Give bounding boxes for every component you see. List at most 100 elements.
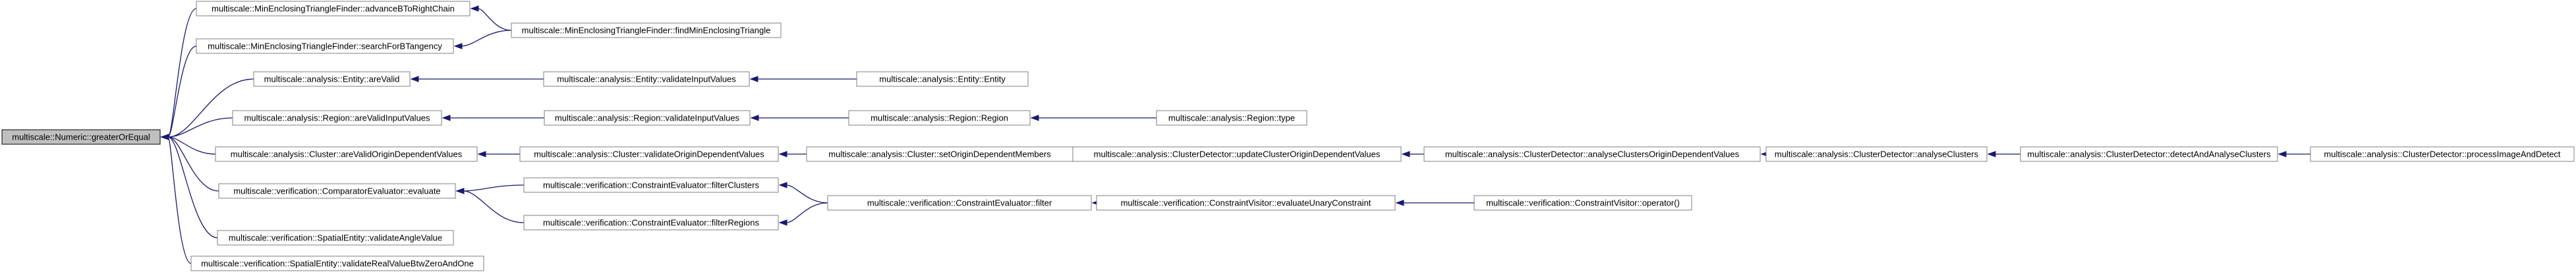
node-box-filter [827, 195, 1092, 211]
node-box-spatialAngle [217, 230, 454, 246]
node-label-detAnalyseOrigin: multiscale::analysis::ClusterDetector::a… [1445, 150, 1740, 159]
arrowhead-entityValidate-to-entityAreValid [410, 76, 419, 82]
node-label-clusterValidate: multiscale::analysis::Cluster::validateO… [534, 150, 764, 159]
node-box-filterClusters [523, 177, 779, 193]
node-advance[interactable]: multiscale::MinEnclosingTriangleFinder::… [196, 1, 471, 16]
node-entityAreValid[interactable]: multiscale::analysis::Entity::areValid [253, 71, 411, 87]
node-box-findMin [511, 22, 782, 38]
node-box-detProcess [2310, 146, 2575, 162]
node-regionType[interactable]: multiscale::analysis::Region::type [1156, 110, 1307, 126]
edge-entityAreValid-to-root [167, 78, 254, 138]
edge-filter-to-filterClusters [786, 184, 828, 204]
call-edges [160, 5, 2310, 264]
edge-filterClusters-to-compEval [463, 184, 525, 192]
node-label-filter: multiscale::verification::ConstraintEval… [867, 198, 1052, 208]
node-clusterAreValid[interactable]: multiscale::analysis::Cluster::areValidO… [215, 146, 478, 162]
node-box-regionValidate [544, 110, 751, 126]
node-visitOp[interactable]: multiscale::verification::ConstraintVisi… [1474, 195, 1692, 211]
edge-spatialAngle-to-root [167, 136, 218, 238]
arrowhead-detAnalyseOrigin-to-detUpdate [1401, 151, 1410, 157]
node-label-entityCtor: multiscale::analysis::Entity::Entity [879, 74, 1006, 84]
edge-regionAreValid-to-root [167, 117, 233, 138]
node-label-spatialAngle: multiscale::verification::SpatialEntity:… [229, 233, 442, 243]
node-label-regionValidate: multiscale::analysis::Region::validateIn… [555, 113, 740, 123]
arrowhead-entityCtor-to-entityValidate [749, 76, 758, 82]
node-visitEval[interactable]: multiscale::verification::ConstraintVisi… [1096, 195, 1396, 211]
node-regionValidate[interactable]: multiscale::analysis::Region::validateIn… [544, 110, 751, 126]
arrowhead-regionCtor-to-regionValidate [750, 115, 759, 121]
edge-findMin-to-advance [477, 8, 512, 31]
node-regionCtor[interactable]: multiscale::analysis::Region::Region [848, 110, 1031, 126]
arrowhead-regionValidate-to-regionAreValid [442, 115, 451, 121]
node-findMin[interactable]: multiscale::MinEnclosingTriangleFinder::… [511, 22, 782, 38]
edge-compEval-to-root [167, 136, 219, 192]
node-box-regionCtor [848, 110, 1031, 126]
node-box-filterRegions [523, 215, 779, 231]
node-label-filterClusters: multiscale::verification::ConstraintEval… [543, 180, 760, 190]
node-box-spatialReal [190, 256, 484, 271]
node-regionAreValid[interactable]: multiscale::analysis::Region::areValidIn… [232, 110, 442, 126]
node-label-clusterAreValid: multiscale::analysis::Cluster::areValidO… [231, 150, 463, 159]
arrowhead-filterRegions-to-compEval [455, 188, 465, 194]
node-box-compEval [218, 183, 456, 199]
node-detAnalyse[interactable]: multiscale::analysis::ClusterDetector::a… [1765, 146, 1988, 162]
node-filterClusters[interactable]: multiscale::verification::ConstraintEval… [523, 177, 779, 193]
node-detUpdate[interactable]: multiscale::analysis::ClusterDetector::u… [1072, 146, 1402, 162]
node-spatialAngle[interactable]: multiscale::verification::SpatialEntity:… [217, 230, 454, 246]
node-filterRegions[interactable]: multiscale::verification::ConstraintEval… [523, 215, 779, 231]
node-box-entityCtor [856, 71, 1029, 87]
arrowhead-filter-to-filterRegions [778, 219, 787, 226]
node-clusterValidate[interactable]: multiscale::analysis::Cluster::validateO… [519, 146, 779, 162]
node-label-findMin: multiscale::MinEnclosingTriangleFinder::… [522, 26, 771, 36]
node-box-regionType [1156, 110, 1307, 126]
node-entityValidate[interactable]: multiscale::analysis::Entity::validateIn… [543, 71, 750, 87]
arrowhead-spatialReal-to-root [160, 134, 169, 140]
arrowhead-clusterSet-to-clusterValidate [778, 151, 787, 157]
edge-findMin-to-searchB [461, 30, 512, 47]
edge-clusterAreValid-to-root [167, 136, 216, 155]
node-detProcess[interactable]: multiscale::analysis::ClusterDetector::p… [2310, 146, 2575, 162]
node-label-detDetect: multiscale::analysis::ClusterDetector::d… [2027, 150, 2271, 159]
node-label-regionType: multiscale::analysis::Region::type [1168, 113, 1295, 123]
node-detDetect[interactable]: multiscale::analysis::ClusterDetector::d… [2020, 146, 2278, 162]
node-label-visitEval: multiscale::verification::ConstraintVisi… [1121, 198, 1371, 208]
arrowhead-filter-to-filterClusters [778, 182, 787, 188]
node-label-compEval: multiscale::verification::ComparatorEval… [233, 186, 440, 196]
node-root[interactable]: multiscale::Numeric::greaterOrEqual [1, 129, 161, 145]
edge-filter-to-filterRegions [786, 202, 828, 223]
node-compEval[interactable]: multiscale::verification::ComparatorEval… [218, 183, 456, 199]
arrowhead-regionType-to-regionCtor [1030, 115, 1039, 121]
node-box-visitEval [1096, 195, 1396, 211]
node-box-entityAreValid [253, 71, 411, 87]
node-label-entityAreValid: multiscale::analysis::Entity::areValid [264, 74, 400, 84]
node-spatialReal[interactable]: multiscale::verification::SpatialEntity:… [190, 256, 484, 271]
arrowhead-detDetect-to-detAnalyse [1987, 151, 1996, 157]
node-box-detAnalyseOrigin [1423, 146, 1761, 162]
arrowhead-clusterValidate-to-clusterAreValid [477, 151, 486, 157]
node-label-detUpdate: multiscale::analysis::ClusterDetector::u… [1094, 150, 1381, 159]
node-clusterSet[interactable]: multiscale::analysis::Cluster::setOrigin… [806, 146, 1073, 162]
node-label-visitOp: multiscale::verification::ConstraintVisi… [1486, 198, 1680, 208]
node-box-advance [196, 1, 471, 16]
node-entityCtor[interactable]: multiscale::analysis::Entity::Entity [856, 71, 1029, 87]
node-label-detAnalyse: multiscale::analysis::ClusterDetector::a… [1775, 150, 1979, 159]
node-label-entityValidate: multiscale::analysis::Entity::validateIn… [557, 74, 736, 84]
node-label-spatialReal: multiscale::verification::SpatialEntity:… [201, 259, 474, 269]
node-label-searchB: multiscale::MinEnclosingTriangleFinder::… [208, 41, 442, 51]
edge-filterRegions-to-compEval [463, 190, 525, 223]
node-filter[interactable]: multiscale::verification::ConstraintEval… [827, 195, 1092, 211]
arrowhead-findMin-to-advance [470, 5, 479, 12]
node-box-detAnalyse [1765, 146, 1988, 162]
node-box-regionAreValid [232, 110, 442, 126]
node-box-searchB [196, 38, 454, 54]
node-label-clusterSet: multiscale::analysis::Cluster::setOrigin… [828, 150, 1051, 159]
node-detAnalyseOrigin[interactable]: multiscale::analysis::ClusterDetector::a… [1423, 146, 1761, 162]
node-searchB[interactable]: multiscale::MinEnclosingTriangleFinder::… [196, 38, 454, 54]
edge-searchB-to-root [167, 45, 197, 138]
node-box-entityValidate [543, 71, 750, 87]
node-box-visitOp [1474, 195, 1692, 211]
arrowhead-detProcess-to-detDetect [2277, 151, 2287, 157]
node-label-regionAreValid: multiscale::analysis::Region::areValidIn… [244, 113, 430, 123]
